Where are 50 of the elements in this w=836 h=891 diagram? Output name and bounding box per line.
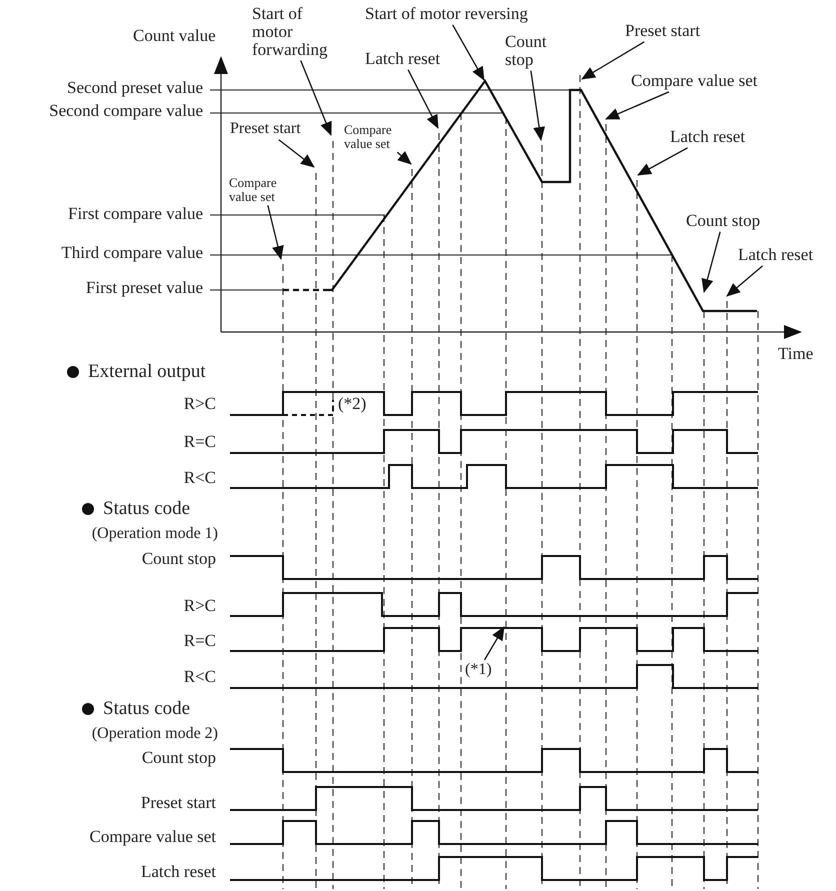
leader-line xyxy=(408,70,439,129)
annotation-text: (*1) xyxy=(465,662,492,679)
axis-title: Count value xyxy=(133,27,216,45)
annotation-text: Compare value set xyxy=(229,176,299,204)
section-heading: Status code xyxy=(103,499,190,519)
annotation-text: Compare value set xyxy=(344,123,414,150)
annotation-text: Preset start xyxy=(230,121,301,138)
leader-line xyxy=(267,205,284,260)
level-label: Second compare value xyxy=(49,102,203,120)
signal-name: Preset start xyxy=(140,794,216,812)
leader-line xyxy=(637,147,688,176)
signal-name: R>C xyxy=(184,395,216,413)
level-label: Second preset value xyxy=(67,79,203,97)
section-heading: Status code xyxy=(103,699,190,719)
signal-name: R<C xyxy=(184,469,216,487)
signal-name: Latch reset xyxy=(140,863,216,881)
signal-name: R>C xyxy=(184,597,216,615)
leader-line xyxy=(702,232,721,293)
signal-name: R<C xyxy=(184,668,216,686)
annotation-text: Count stop xyxy=(505,33,551,69)
leader-line xyxy=(605,91,670,120)
signal-name: Count stop xyxy=(142,550,216,568)
leader-line xyxy=(530,70,546,141)
annotation-text: Count stop xyxy=(686,212,760,230)
leader-line xyxy=(484,626,505,660)
leader-line xyxy=(300,60,332,136)
section-subheading: (Operation mode 1) xyxy=(92,526,218,543)
leader-line xyxy=(581,41,645,80)
leader-line xyxy=(396,151,412,165)
level-label: First compare value xyxy=(68,205,203,223)
signal-name: Compare value set xyxy=(89,828,216,846)
section-heading: External output xyxy=(88,362,206,382)
leader-line xyxy=(278,139,315,168)
signal-name: R=C xyxy=(184,433,216,451)
axis-title: Time xyxy=(778,345,814,363)
annotation-text: Compare value set xyxy=(631,72,758,90)
annotation-text: Start of motor reversing xyxy=(365,5,528,23)
annotation-text: Latch reset xyxy=(365,50,440,68)
annotation-text: Start of motor forwarding xyxy=(252,5,326,59)
level-label: Third compare value xyxy=(61,244,203,262)
section-subheading: (Operation mode 2) xyxy=(92,726,218,743)
annotation-text: Latch reset xyxy=(738,246,814,264)
note-mark: (*2) xyxy=(338,395,366,413)
leader-line xyxy=(452,24,485,81)
level-label: First preset value xyxy=(86,279,203,297)
annotation-text: Latch reset xyxy=(670,128,746,146)
annotation-text: Preset start xyxy=(625,22,700,40)
signal-name: R=C xyxy=(184,632,216,650)
signal-name: Count stop xyxy=(142,749,216,767)
leader-line xyxy=(726,265,764,297)
